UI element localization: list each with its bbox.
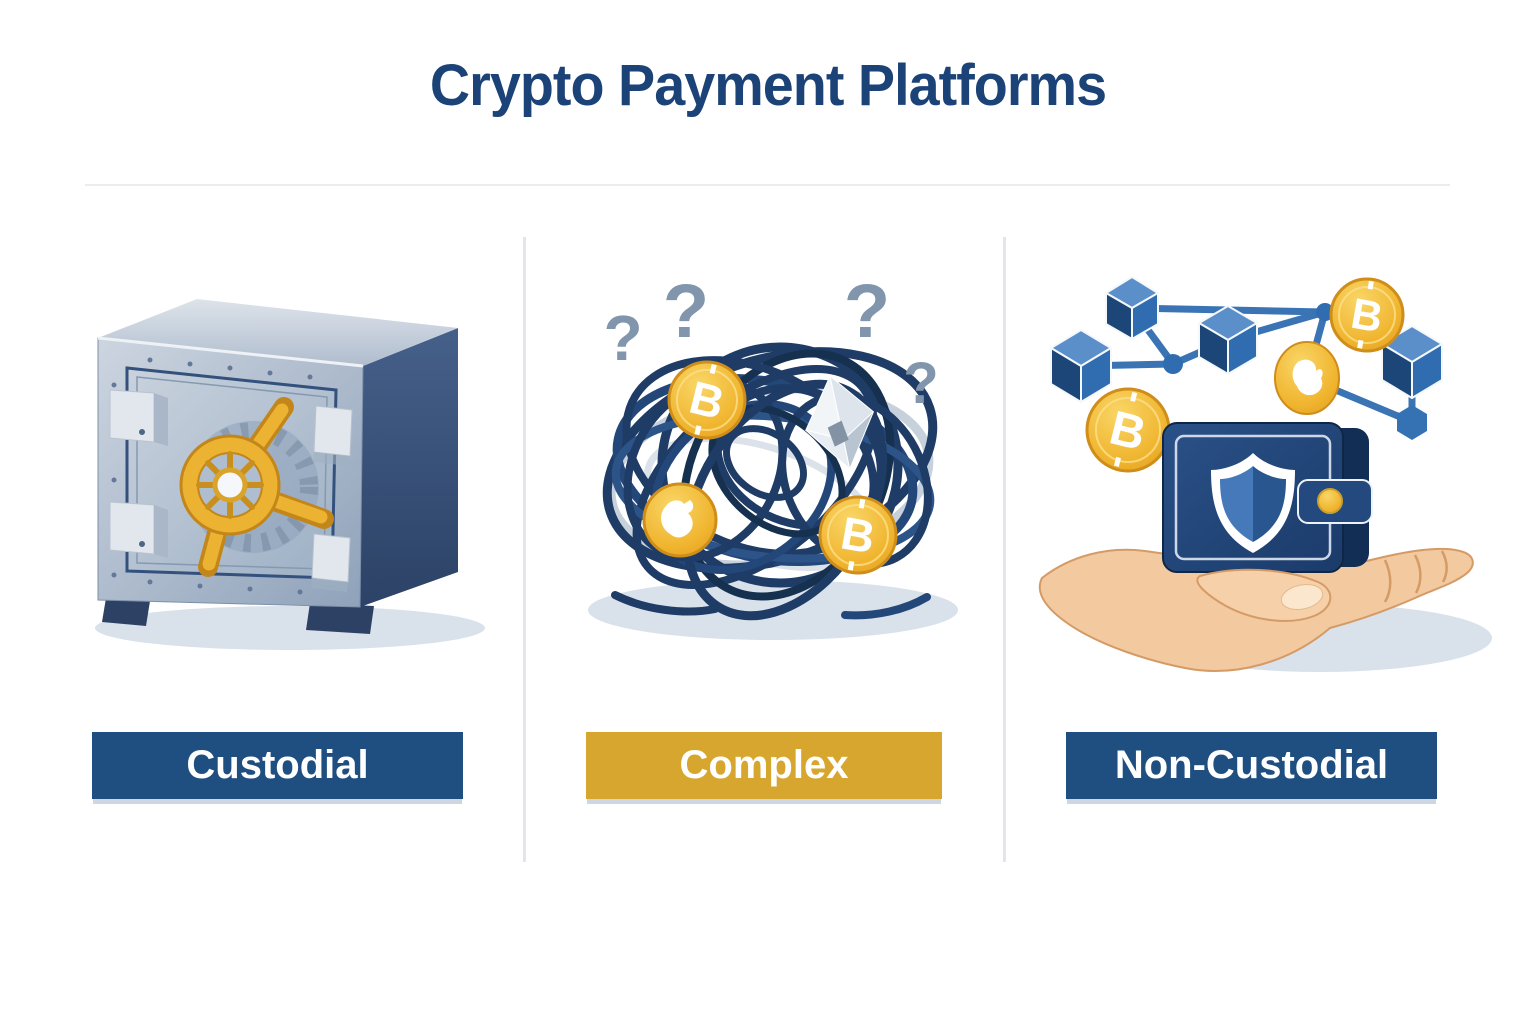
shield-icon xyxy=(1211,453,1295,553)
bitcoin-coin-icon: B xyxy=(1329,277,1405,353)
network-node xyxy=(1316,303,1334,321)
ground-shadow xyxy=(95,606,485,650)
page-title: Crypto Payment Platforms xyxy=(429,53,1107,118)
safe-latch-icon xyxy=(311,405,353,592)
bitcoin-coin-icon: B xyxy=(818,495,898,575)
bitcoin-coin-icon: B xyxy=(1085,387,1171,473)
label-complex: Complex xyxy=(586,732,942,799)
column-divider-left xyxy=(523,237,526,862)
wallet-icon xyxy=(1162,422,1373,573)
thumb-icon xyxy=(1196,568,1332,622)
blockchain-cube-icon xyxy=(1105,276,1159,340)
ethereum-diamond-icon xyxy=(805,374,875,471)
thumbnail xyxy=(1280,583,1324,611)
vault-safe-illustration xyxy=(95,299,485,650)
clasp-button-icon xyxy=(1317,488,1343,514)
header-separator xyxy=(85,184,1450,186)
blockchain-cube-icon xyxy=(1198,305,1258,375)
wallet-strap xyxy=(1297,479,1373,524)
network-node xyxy=(1163,354,1183,374)
safe-dial-icon xyxy=(179,397,334,577)
tangled-wires-illustration: ? ? ? ? B B xyxy=(588,269,958,640)
question-mark-icon: ? xyxy=(663,269,709,354)
safe-hinge-icon xyxy=(109,389,168,558)
question-mark-icon: ? xyxy=(603,302,642,374)
token-coin-icon xyxy=(1274,341,1340,415)
safe-rivets xyxy=(111,357,313,595)
finger-lines xyxy=(1383,550,1448,603)
question-mark-icon: ? xyxy=(903,351,938,416)
question-mark-icon: ? xyxy=(844,269,890,354)
column-divider-right xyxy=(1003,237,1006,862)
blockchain-cube-icon xyxy=(1050,329,1112,403)
token-coin-icon xyxy=(642,482,718,558)
label-non-custodial: Non-Custodial xyxy=(1066,732,1437,799)
label-custodial: Custodial xyxy=(92,732,463,799)
hexagon-node-icon xyxy=(1397,405,1427,440)
hand-wallet-illustration: B B xyxy=(1038,276,1492,672)
bitcoin-coin-icon: B xyxy=(667,360,747,440)
question-marks: ? ? ? ? xyxy=(603,269,938,416)
